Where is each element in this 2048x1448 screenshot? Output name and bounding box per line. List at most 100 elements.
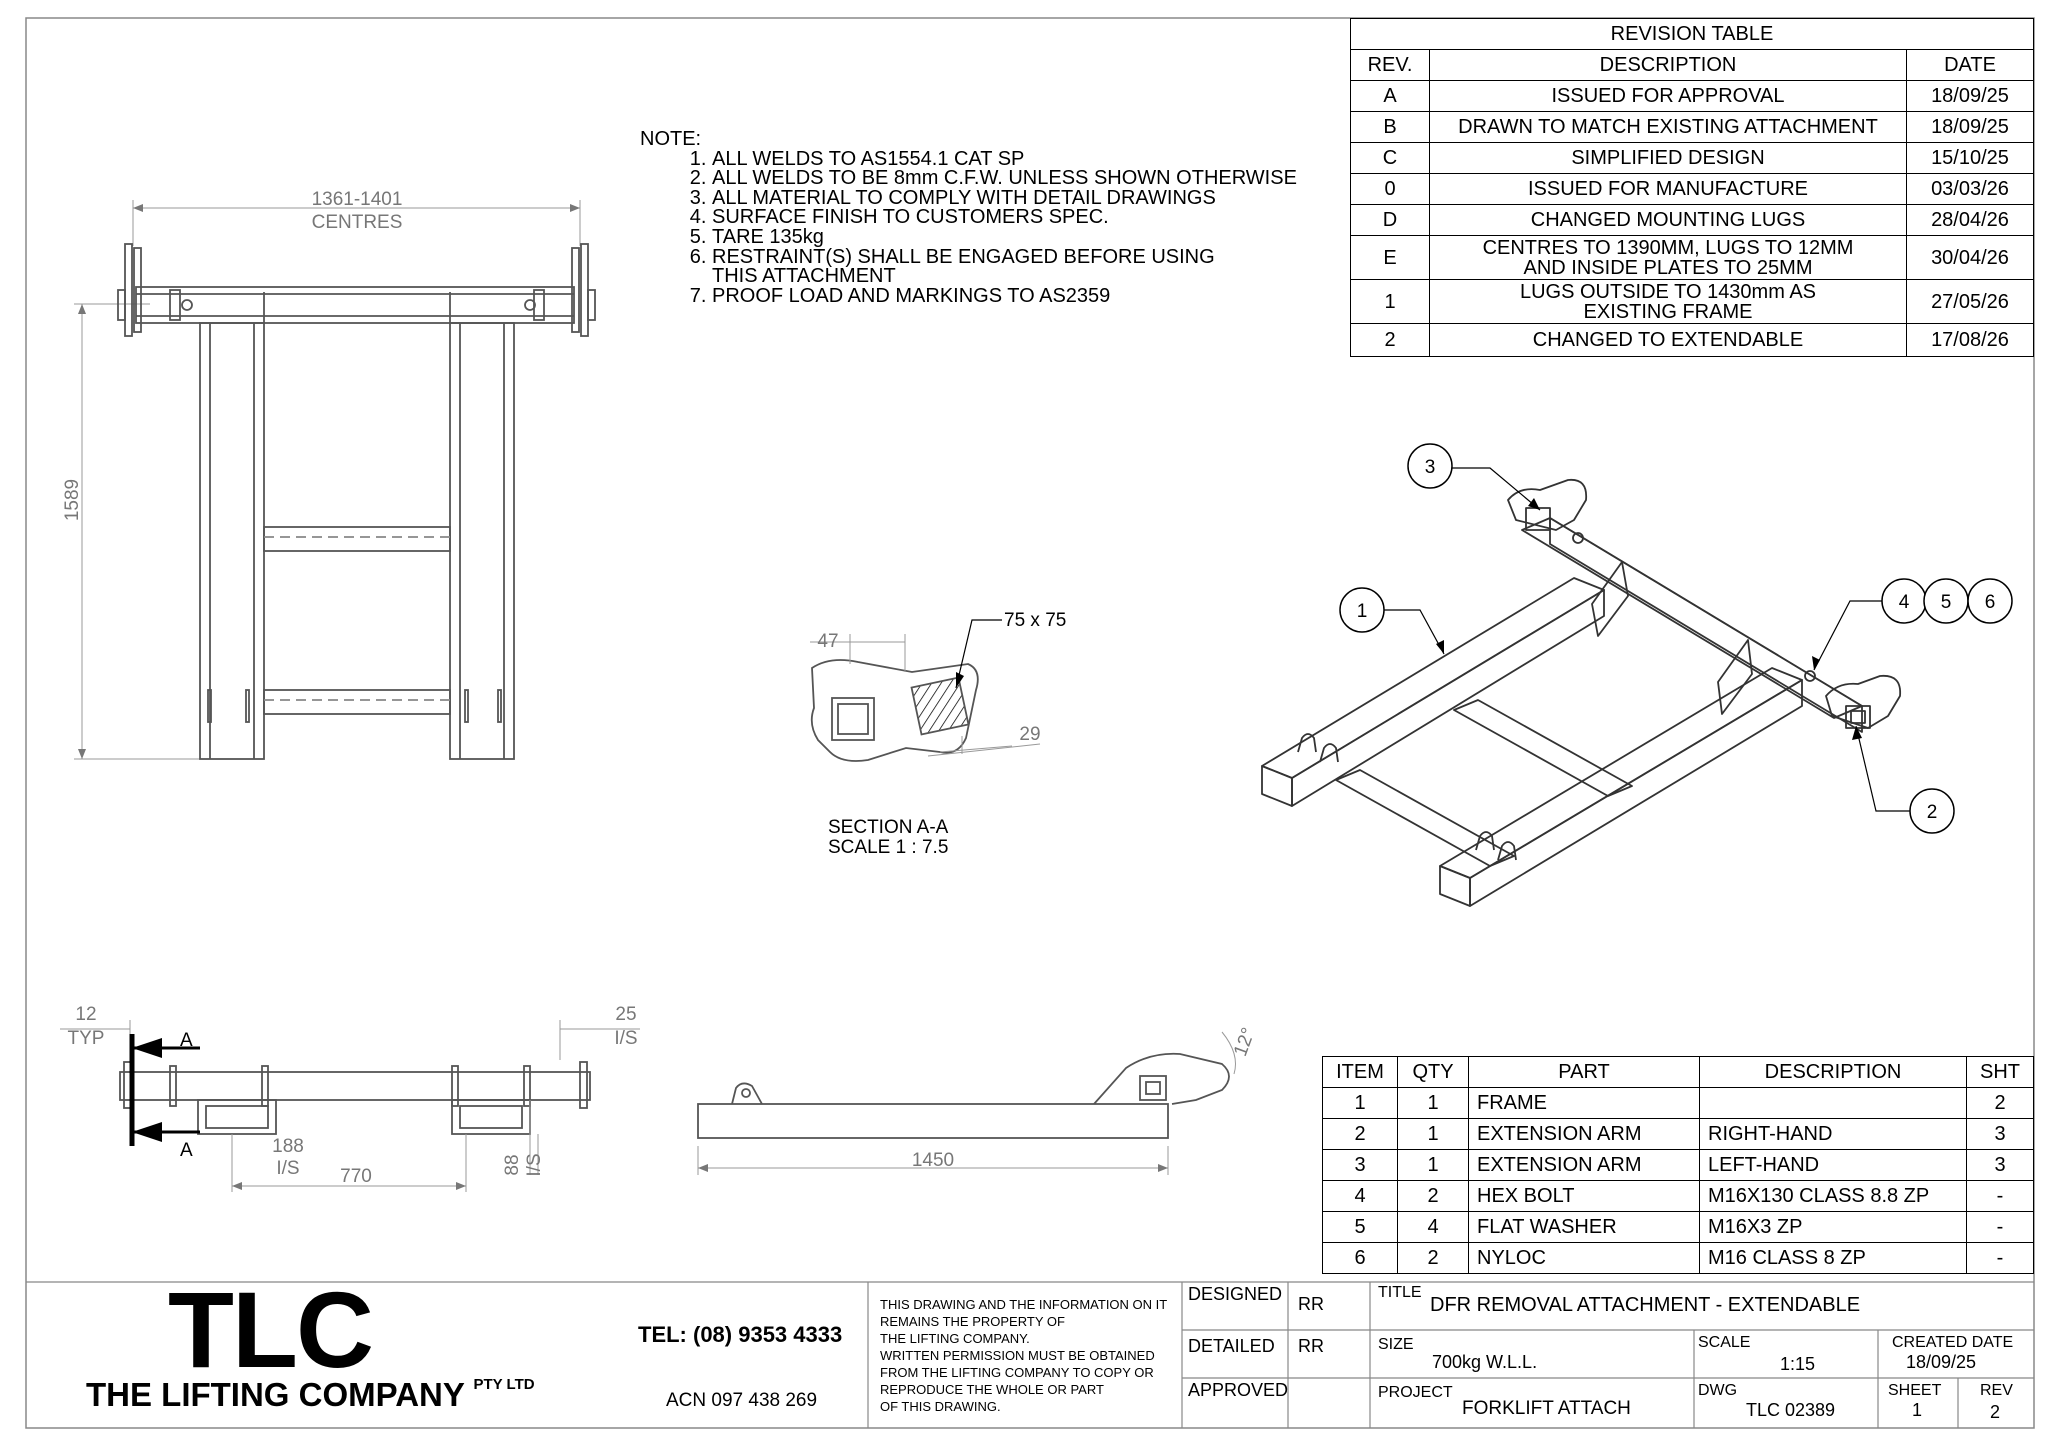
bom-cell: M16X3 ZP: [1699, 1211, 1967, 1243]
section-tube-size: 75 x 75: [1004, 610, 1066, 631]
rev-value: 2: [1990, 1402, 2001, 1422]
disclaimer-line: THE LIFTING COMPANY.: [880, 1331, 1030, 1346]
dim-188-label: I/S: [276, 1158, 299, 1179]
rev-cell: 17/08/26: [1906, 323, 2034, 357]
revision-table-title: REVISION TABLE: [1350, 18, 2034, 50]
dwg-value: TLC 02389: [1746, 1400, 1836, 1420]
rev-cell: CENTRES TO 1390MM, LUGS TO 12MM AND INSI…: [1429, 235, 1907, 280]
bom-cell: FLAT WASHER: [1468, 1211, 1700, 1243]
rev-cell: DRAWN TO MATCH EXISTING ATTACHMENT: [1429, 111, 1907, 143]
disclaimer-line: OF THIS DRAWING.: [880, 1399, 1001, 1414]
bom-cell: -: [1966, 1242, 2034, 1274]
dim-770: 770: [340, 1166, 372, 1187]
note-item: ALL MATERIAL TO COMPLY WITH DETAIL DRAWI…: [712, 188, 1297, 209]
rev-cell: 1: [1350, 279, 1430, 324]
created-value: 18/09/25: [1906, 1352, 1977, 1372]
balloon-4: 4: [1899, 592, 1910, 613]
rev-cell: 0: [1350, 173, 1430, 205]
rev-cell: 18/09/25: [1906, 111, 2034, 143]
disclaimer-line: WRITTEN PERMISSION MUST BE OBTAINED: [880, 1348, 1155, 1363]
note-item: ALL WELDS TO BE 8mm C.F.W. UNLESS SHOWN …: [712, 168, 1297, 189]
rev-cell: ISSUED FOR MANUFACTURE: [1429, 173, 1907, 205]
detailed-label: DETAILED: [1188, 1336, 1275, 1356]
bom-cell: 2: [1966, 1087, 2034, 1119]
dim-88-label: I/S: [524, 1153, 545, 1176]
rev-cell: D: [1350, 204, 1430, 236]
dim-centres-label: CENTRES: [312, 212, 403, 233]
bom-cell: M16X130 CLASS 8.8 ZP: [1699, 1180, 1967, 1212]
disclaimer-line: REPRODUCE THE WHOLE OR PART: [880, 1382, 1104, 1397]
balloon-3: 3: [1425, 457, 1436, 478]
balloon-6: 6: [1985, 592, 1996, 613]
general-notes: NOTE: ALL WELDS TO AS1554.1 CAT SP ALL W…: [640, 129, 1297, 306]
dim-centres-value: 1361-1401: [312, 189, 403, 210]
rev-cell: 15/10/25: [1906, 142, 2034, 174]
bom-cell: M16 CLASS 8 ZP: [1699, 1242, 1967, 1274]
note-item: TARE 135kg: [712, 227, 1297, 248]
size-label: SIZE: [1378, 1336, 1414, 1353]
bom-cell: 6: [1322, 1242, 1398, 1274]
project-label: PROJECT: [1378, 1384, 1453, 1401]
created-label: CREATED DATE: [1892, 1334, 2014, 1351]
approved-label: APPROVED: [1188, 1380, 1289, 1400]
disclaimer-line: THIS DRAWING AND THE INFORMATION ON IT: [880, 1297, 1168, 1312]
rev-label: REV: [1980, 1382, 2013, 1399]
company-suffix: PTY LTD: [473, 1376, 535, 1393]
rev-cell: 2: [1350, 323, 1430, 357]
balloon-1: 1: [1357, 601, 1368, 622]
balloon-5: 5: [1941, 592, 1952, 613]
bom-cell: EXTENSION ARM: [1468, 1118, 1700, 1150]
company-acn: ACN 097 438 269: [666, 1390, 818, 1411]
rev-cell: 27/05/26: [1906, 279, 2034, 324]
note-item: RESTRAINT(S) SHALL BE ENGAGED BEFORE USI…: [712, 247, 1232, 287]
dim-188-value: 188: [272, 1136, 304, 1157]
company-logo: TLC: [168, 1269, 374, 1390]
disclaimer-line: FROM THE LIFTING COMPANY TO COPY OR: [880, 1365, 1154, 1380]
balloon-2: 2: [1927, 802, 1938, 823]
rev-cell: CHANGED TO EXTENDABLE: [1429, 323, 1907, 357]
bom-cell: HEX BOLT: [1468, 1180, 1700, 1212]
dim-47: 47: [817, 631, 838, 652]
company-name: THE LIFTING COMPANY PTY LTD: [86, 1376, 535, 1414]
rev-cell: E: [1350, 235, 1430, 280]
rev-cell: CHANGED MOUNTING LUGS: [1429, 204, 1907, 236]
disclaimer-line: REMAINS THE PROPERTY OF: [880, 1314, 1065, 1329]
cut-letter-bottom: A: [180, 1140, 193, 1161]
rev-cell: A: [1350, 80, 1430, 112]
bom-header-sht: SHT: [1966, 1056, 2034, 1088]
dim-is-label: I/S: [614, 1028, 637, 1049]
designed-label: DESIGNED: [1188, 1284, 1283, 1304]
bom-cell: 1: [1322, 1087, 1398, 1119]
note-item: SURFACE FINISH TO CUSTOMERS SPEC.: [712, 208, 1297, 228]
ownership-disclaimer: THIS DRAWING AND THE INFORMATION ON IT R…: [880, 1296, 1167, 1415]
title-label: TITLE: [1378, 1284, 1422, 1301]
bom-cell: RIGHT-HAND: [1699, 1118, 1967, 1150]
note-item: ALL WELDS TO AS1554.1 CAT SP: [712, 149, 1297, 170]
bom-cell: 3: [1322, 1149, 1398, 1181]
bom-cell: NYLOC: [1468, 1242, 1700, 1274]
cut-letter-top: A: [180, 1030, 193, 1051]
dim-88-value: 88: [502, 1154, 523, 1175]
company-name-text: THE LIFTING COMPANY: [86, 1376, 465, 1413]
section-scale: SCALE 1 : 7.5: [828, 837, 948, 858]
dim-height: 1589: [62, 479, 83, 521]
dim-29: 29: [1019, 724, 1040, 745]
sheet-value: 1: [1912, 1400, 1923, 1420]
bom-cell: EXTENSION ARM: [1468, 1149, 1700, 1181]
bom-cell: 3: [1966, 1149, 2034, 1181]
